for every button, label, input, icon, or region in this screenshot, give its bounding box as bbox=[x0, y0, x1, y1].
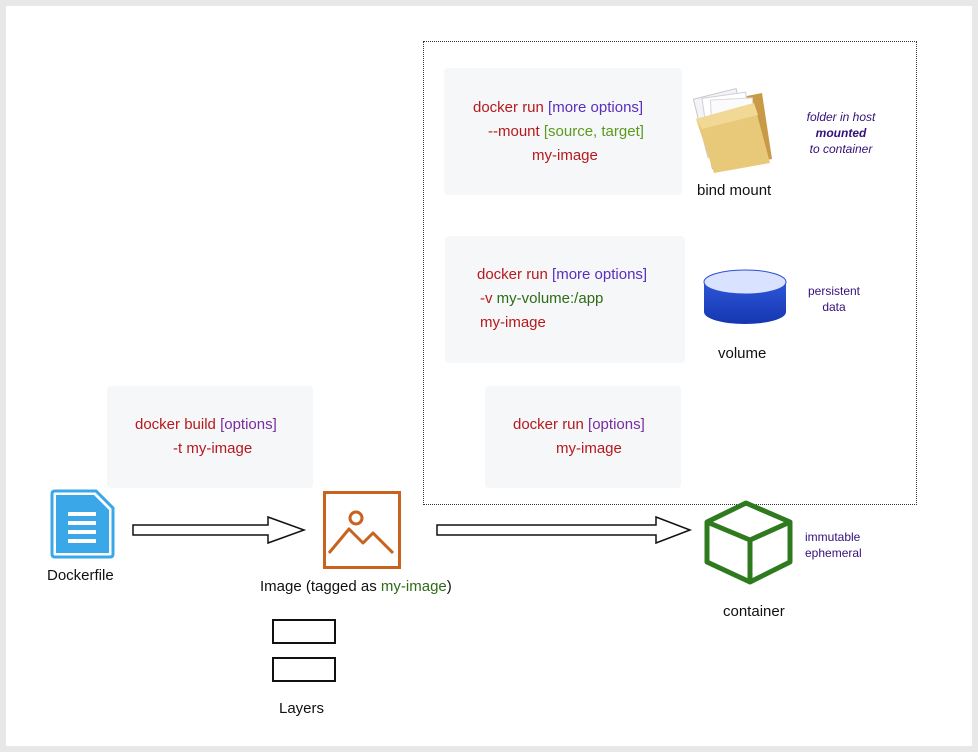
image-label: Image (tagged as my-image) bbox=[260, 578, 452, 595]
bind-mount-line-2: --mount [source, target] bbox=[488, 120, 644, 144]
dockerfile-label: Dockerfile bbox=[47, 567, 114, 584]
note-folder-in-host: folder in host bbox=[806, 110, 876, 124]
volume-image: my-image bbox=[480, 314, 546, 331]
mount-flag: --mount bbox=[488, 123, 540, 140]
build-line-1: docker build [options] bbox=[135, 413, 277, 437]
run-arrow bbox=[436, 515, 693, 545]
image-label-suffix: ) bbox=[446, 578, 452, 595]
build-line-2: -t my-image bbox=[173, 437, 252, 461]
bind-mount-line-1: docker run [more options] bbox=[473, 96, 643, 120]
volume-note: persistent data bbox=[801, 283, 867, 315]
layer-rect-1 bbox=[272, 619, 336, 644]
layers-label: Layers bbox=[279, 700, 325, 717]
v-flag: -v bbox=[480, 290, 493, 307]
image-label-name: my-image bbox=[380, 578, 447, 595]
cmd-docker-run: docker run bbox=[477, 266, 548, 283]
cmd-docker-run: docker run bbox=[473, 99, 544, 116]
note-to-container: to container bbox=[809, 142, 873, 156]
options: [options] bbox=[588, 416, 645, 433]
volume-line-2: -v my-volume:/app bbox=[480, 287, 603, 311]
container-cube-icon bbox=[704, 500, 793, 585]
volume-command-box: docker run [more options] -v my-volume:/… bbox=[445, 236, 685, 363]
note-immutable: immutable bbox=[805, 530, 861, 544]
bind-mount-label: bind mount bbox=[697, 182, 772, 199]
note-persistent: persistent bbox=[807, 284, 861, 298]
bind-mount-note: folder in host mounted to container bbox=[796, 109, 886, 157]
note-mounted: mounted bbox=[815, 126, 867, 140]
folder-icon bbox=[692, 87, 772, 173]
run-line-1: docker run [options] bbox=[513, 413, 645, 437]
mount-args: [source, target] bbox=[543, 123, 644, 140]
diagram-canvas: docker run [more options] --mount [sourc… bbox=[6, 6, 972, 746]
build-image: my-image bbox=[186, 440, 253, 457]
image-icon bbox=[323, 491, 401, 569]
more-options: [more options] bbox=[548, 99, 644, 116]
v-arg: my-volume:/app bbox=[496, 290, 604, 307]
more-options: [more options] bbox=[552, 266, 648, 283]
dockerfile-icon bbox=[50, 489, 115, 559]
image-label-prefix: Image (tagged as bbox=[260, 578, 381, 595]
build-arrow bbox=[132, 515, 307, 545]
cmd-docker-build: docker build bbox=[135, 416, 216, 433]
layer-rect-2 bbox=[272, 657, 336, 682]
t-flag: -t bbox=[173, 440, 183, 457]
container-note: immutable ephemeral bbox=[805, 529, 862, 561]
run-options-region bbox=[423, 41, 917, 505]
bind-mount-image: my-image bbox=[532, 147, 598, 164]
volume-line-1: docker run [more options] bbox=[477, 263, 647, 287]
note-ephemeral: ephemeral bbox=[805, 546, 862, 560]
container-label: container bbox=[723, 603, 785, 620]
run-command-box: docker run [options] my-image bbox=[485, 386, 681, 488]
options: [options] bbox=[220, 416, 277, 433]
cmd-docker-run: docker run bbox=[513, 416, 584, 433]
run-image: my-image bbox=[556, 440, 622, 457]
bind-mount-command-box: docker run [more options] --mount [sourc… bbox=[444, 68, 682, 195]
volume-cylinder-icon bbox=[703, 269, 787, 324]
volume-label: volume bbox=[718, 345, 767, 362]
note-data: data bbox=[822, 300, 846, 314]
build-command-box: docker build [options] -t my-image bbox=[107, 386, 313, 488]
